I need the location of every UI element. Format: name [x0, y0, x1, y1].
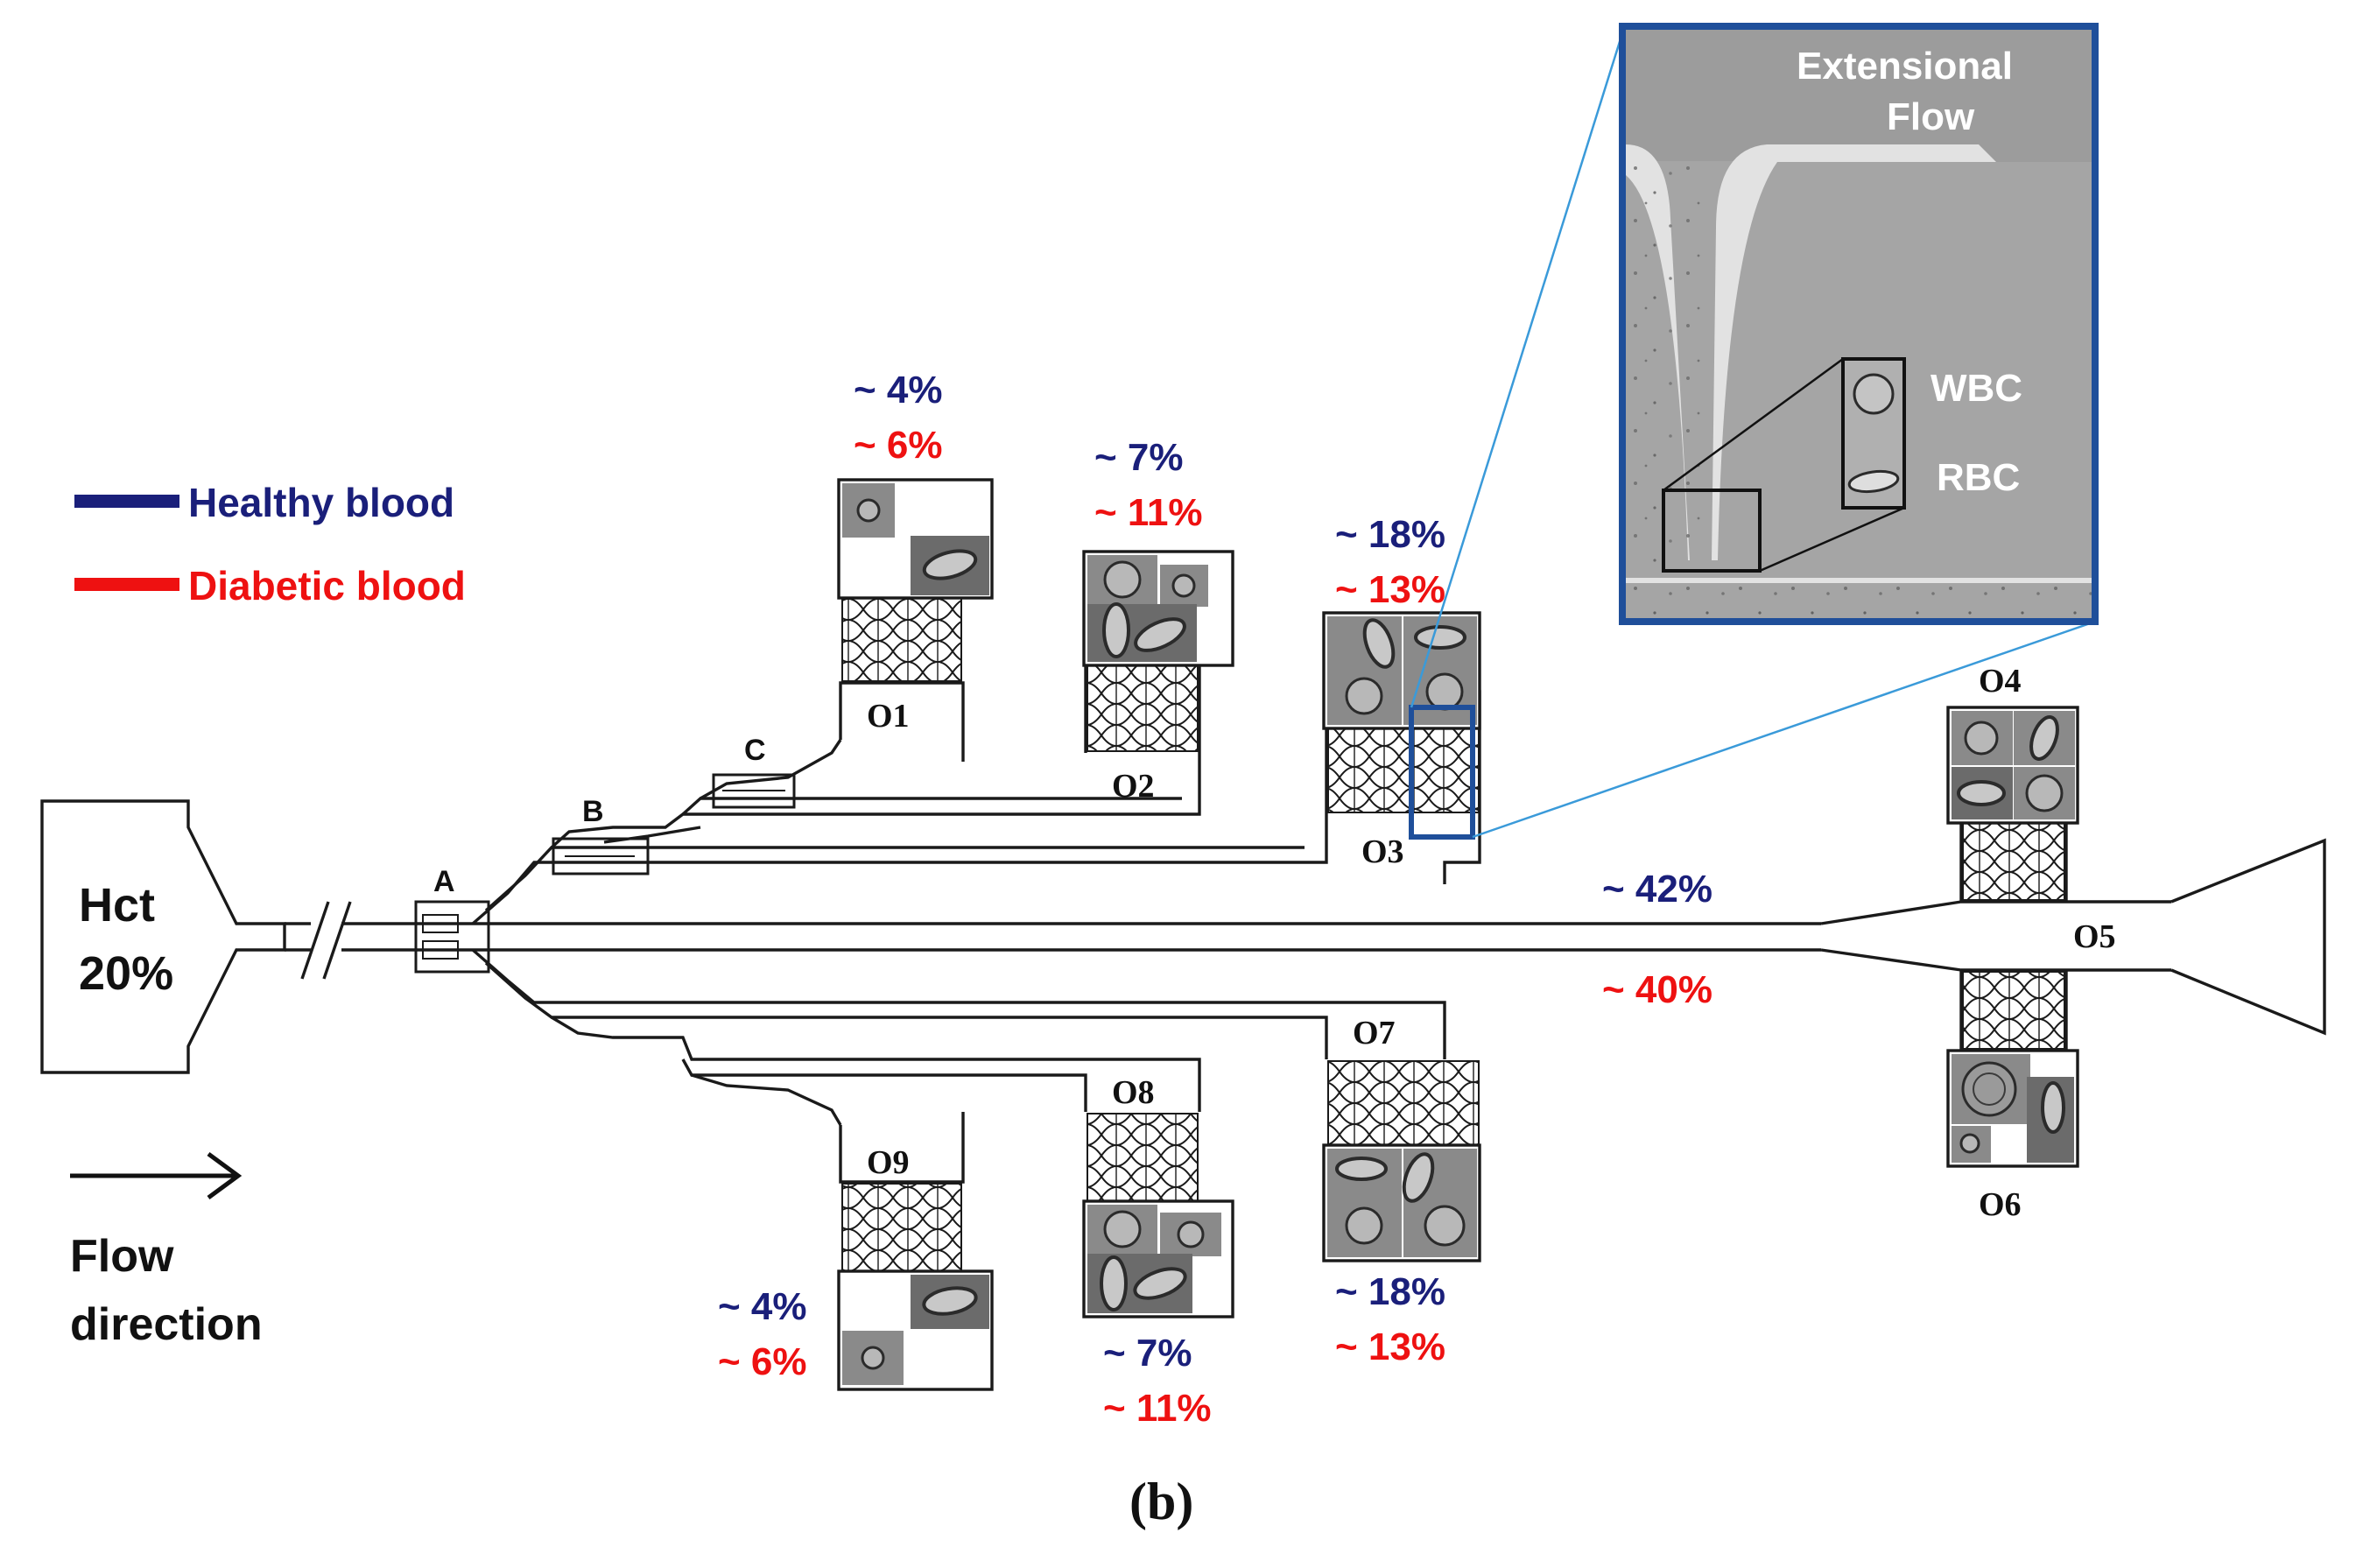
extensional-flow-inset: Extensional Flow WBC RBC: [1619, 23, 2099, 625]
o5-diabetic-percent: ~ 40%: [1602, 968, 1712, 1011]
o1-healthy-percent: ~ 4%: [854, 369, 943, 411]
outlet-label-o1: O1: [867, 698, 910, 735]
zoom-callout: [1409, 32, 2096, 840]
o1-diabetic-percent: ~ 6%: [854, 424, 943, 467]
inset-wbc-label: WBC: [1931, 367, 2022, 410]
outlet-label-o7: O7: [1353, 1015, 1396, 1051]
outlet-label-o8: O8: [1112, 1074, 1155, 1111]
o9-healthy-percent: ~ 4%: [718, 1285, 807, 1328]
o3-cell-image: [1322, 611, 1481, 730]
inset-rbc-label: RBC: [1937, 456, 2020, 499]
figure-caption: (b): [1129, 1473, 1193, 1530]
serpentine-meshes: [841, 596, 2065, 1272]
legend-healthy-label: Healthy blood: [188, 480, 454, 525]
legend-diabetic-swatch: [74, 578, 179, 591]
outlet-label-o2: O2: [1112, 768, 1155, 805]
o2-cell-image: [1082, 550, 1234, 667]
inset-border: [1619, 23, 2099, 625]
bifurcation-a-label: A: [433, 865, 455, 898]
o3-healthy-percent: ~ 18%: [1335, 513, 1445, 556]
zoom-highlight-box: [1409, 705, 1475, 840]
o7-cell-image: [1322, 1143, 1481, 1262]
bifurcation-b: B: [552, 795, 650, 875]
outlet-label-o9: O9: [867, 1144, 910, 1181]
legend: Healthy blood Diabetic blood: [74, 480, 466, 608]
o2-diabetic-percent: ~ 11%: [1094, 491, 1203, 534]
arrow-right-icon: [70, 1151, 243, 1200]
o9-diabetic-percent: ~ 6%: [718, 1340, 807, 1383]
flow-direction-line2: direction: [70, 1299, 263, 1350]
inlet-hct-value: 20%: [79, 947, 173, 1000]
inlet-reservoir: Hct 20%: [40, 799, 286, 1074]
bifurcation-a: A: [414, 865, 490, 974]
outlet-labels: O1 O2 O3 O4 O5 O6 O7 O8 O9: [867, 663, 2116, 1223]
o2-healthy-percent: ~ 7%: [1094, 436, 1184, 479]
o6-cell-image: [1946, 1049, 2079, 1168]
o7-healthy-percent: ~ 18%: [1335, 1270, 1445, 1313]
bifurcation-b-label: B: [582, 795, 604, 828]
inlet-hct-label: Hct: [79, 879, 155, 932]
flow-direction-line1: Flow: [70, 1231, 174, 1282]
o7-diabetic-percent: ~ 13%: [1335, 1325, 1445, 1368]
bifurcation-c: C: [712, 734, 796, 809]
outlet-label-o6: O6: [1979, 1186, 2022, 1223]
o5-healthy-percent: ~ 42%: [1602, 868, 1712, 911]
o8-healthy-percent: ~ 7%: [1103, 1332, 1192, 1375]
outlet-label-o5: O5: [2073, 918, 2116, 955]
o4-cell-image: [1946, 706, 2079, 825]
bifurcation-c-label: C: [744, 734, 766, 767]
channel-network: [285, 646, 2326, 1184]
outlet-label-o3: O3: [1361, 833, 1404, 870]
legend-healthy-swatch: [74, 495, 179, 508]
o9-cell-image: [837, 1269, 994, 1391]
channel-break-marks: [300, 901, 352, 980]
flow-direction: Flow direction: [70, 1151, 263, 1350]
inset-title-line1: Extensional: [1797, 45, 2013, 88]
inset-title-line2: Flow: [1887, 95, 1975, 138]
percentages: ~ 4% ~ 6% ~ 7% ~ 11% ~ 18% ~ 13% ~ 42% ~…: [718, 369, 1712, 1430]
legend-diabetic-label: Diabetic blood: [188, 563, 466, 608]
o8-cell-image: [1082, 1199, 1234, 1318]
o3-diabetic-percent: ~ 13%: [1335, 568, 1445, 611]
o8-diabetic-percent: ~ 11%: [1103, 1387, 1212, 1430]
outlet-label-o4: O4: [1979, 663, 2022, 700]
o1-cell-image: [837, 478, 994, 600]
